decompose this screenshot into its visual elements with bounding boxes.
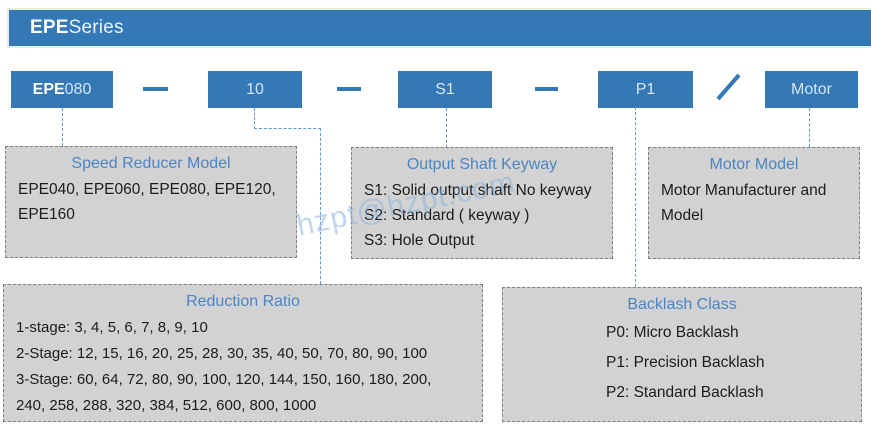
output-shaft-keyway-line: S3: Hole Output — [364, 232, 475, 249]
reduction-ratio-line: 2-Stage: 12, 15, 16, 20, 25, 28, 30, 35,… — [16, 345, 428, 362]
info-box-reduction-ratio: Reduction Ratio 1-stage: 3, 4, 5, 6, 7, … — [3, 284, 483, 422]
motor-model-title: Motor Model — [709, 156, 799, 173]
reduction-ratio-line: 3-Stage: 60, 64, 72, 80, 90, 100, 120, 1… — [16, 371, 432, 388]
code-box-motor: Motor — [765, 71, 858, 108]
info-box-output-shaft-keyway: Output Shaft Keyway S1: Solid output sha… — [351, 147, 613, 259]
connector-model — [62, 108, 63, 146]
backlash-class-line: P0: Micro Backlash — [606, 324, 739, 341]
motor-model-line: Model — [661, 207, 704, 224]
connector-keyway — [446, 108, 447, 148]
code-box-keyway-value: S1 — [435, 80, 455, 98]
speed-reducer-model-line: EPE160 — [18, 206, 75, 223]
code-box-ratio-value: 10 — [246, 80, 264, 98]
connector-motor — [809, 108, 810, 147]
speed-reducer-model-title: Speed Reducer Model — [71, 155, 231, 172]
code-box-model-value: 080 — [64, 80, 92, 98]
code-box-backlash: P1 — [598, 71, 693, 108]
dash-separator-3 — [535, 87, 558, 91]
connector-backlash — [635, 107, 636, 287]
dash-separator-2 — [337, 87, 361, 91]
info-box-backlash-class: Backlash Class P0: Micro Backlash P1: Pr… — [502, 287, 862, 422]
backlash-class-line: P2: Standard Backlash — [606, 384, 764, 401]
code-box-keyway: S1 — [398, 71, 492, 108]
series-name-rest: Series — [68, 17, 124, 38]
connector-ratio-seg2 — [254, 128, 321, 129]
series-name-bold: EPE — [30, 17, 69, 38]
connector-ratio-seg3 — [320, 128, 321, 284]
speed-reducer-model-line: EPE040, EPE060, EPE080, EPE120, — [18, 181, 276, 198]
output-shaft-keyway-line: S2: Standard ( keyway ) — [364, 207, 530, 224]
info-box-speed-reducer-model: Speed Reducer Model EPE040, EPE060, EPE0… — [5, 146, 297, 258]
reduction-ratio-line: 1-stage: 3, 4, 5, 6, 7, 8, 9, 10 — [16, 319, 208, 336]
output-shaft-keyway-line: S1: Solid output shaft No keyway — [364, 182, 592, 199]
code-box-motor-value: Motor — [791, 80, 832, 98]
code-box-backlash-value: P1 — [635, 80, 656, 98]
dash-separator-1 — [143, 87, 168, 91]
code-box-model-prefix: EPE — [32, 80, 65, 98]
reduction-ratio-title: Reduction Ratio — [186, 293, 300, 310]
backlash-class-title: Backlash Class — [627, 296, 737, 313]
slash-separator — [716, 73, 741, 101]
output-shaft-keyway-title: Output Shaft Keyway — [406, 156, 558, 173]
motor-model-line: Motor Manufacturer and — [661, 182, 827, 199]
connector-ratio-seg1 — [254, 108, 255, 129]
backlash-class-line: P1: Precision Backlash — [606, 354, 765, 371]
reduction-ratio-line: 240, 258, 288, 320, 384, 512, 600, 800, … — [16, 397, 317, 414]
info-box-motor-model: Motor Model Motor Manufacturer and Model — [648, 147, 860, 259]
code-box-ratio: 10 — [208, 71, 302, 108]
